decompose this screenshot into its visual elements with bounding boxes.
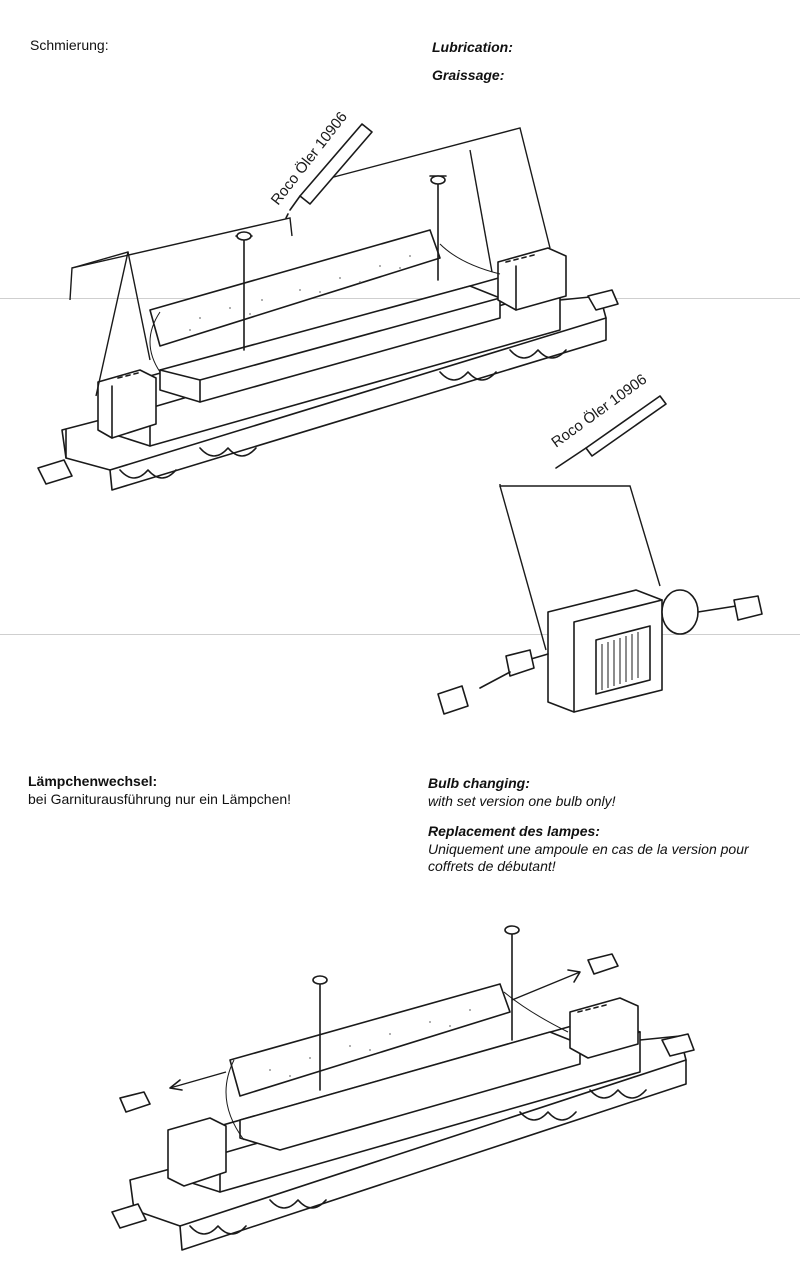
page-fold-line xyxy=(0,298,800,299)
lubrication-title-fr: Graissage: xyxy=(432,67,505,83)
bulb-text-en: with set version one bulb only! xyxy=(428,793,616,809)
bulb-title-fr: Replacement des lampes: xyxy=(428,823,600,839)
motor-lubrication-illustration: Roco Öler 10906 xyxy=(437,370,763,715)
chassis-lubrication-illustration: Roco Öler 10906 xyxy=(37,108,619,491)
page-fold-line xyxy=(0,634,800,635)
lubrication-title-en: Lubrication: xyxy=(432,39,513,55)
bulb-text-fr-2: coffrets de débutant! xyxy=(428,858,556,874)
bulb-title-de: Lämpchenwechsel: xyxy=(28,773,158,789)
bulb-text-fr-1: Uniquement une ampoule en cas de la vers… xyxy=(428,841,749,857)
lubrication-title-de: Schmierung: xyxy=(30,37,109,53)
bulb-title-en: Bulb changing: xyxy=(428,775,530,791)
bulb-text-de: bei Garniturausführung nur ein Lämpchen! xyxy=(28,791,292,807)
